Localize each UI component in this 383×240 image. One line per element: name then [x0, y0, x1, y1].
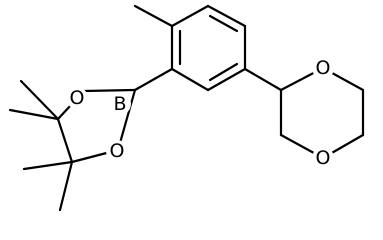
- aryl-boron-bond: [133, 67, 174, 92]
- boron-atom-label: B: [113, 93, 126, 115]
- methyl-lower-a: [22, 160, 74, 171]
- ring-double-bond-c2-c3: [208, 14, 239, 33]
- bond-b-o-lower: [116, 88, 137, 152]
- chemical-structure-diagram: B O O O O: [8, 4, 365, 212]
- benzene-ring: [170, 4, 247, 92]
- atom-labels: B O O O O: [66, 57, 334, 169]
- methyl-upper-b: [19, 79, 60, 121]
- dioxaborolane-ring: [8, 79, 137, 212]
- dioxane-ring: [279, 66, 365, 160]
- aryl-dioxane-bond: [243, 67, 283, 92]
- ring-bond-c5-c6: [170, 67, 210, 92]
- dioxane-oxygen-lower-atom-label: O: [316, 147, 331, 169]
- methyl-bond: [133, 4, 174, 28]
- oxygen-upper-atom-label: O: [70, 87, 85, 109]
- oxygen-lower-atom-label: O: [110, 140, 125, 162]
- bond-b-o-upper: [82, 88, 137, 93]
- methyl-upper-a: [8, 108, 60, 121]
- methyl-lower-b: [58, 160, 74, 212]
- ring-bond-c2-c3: [206, 4, 247, 28]
- dioxane-oxygen-upper-atom-label: O: [316, 57, 331, 79]
- ring-bond-c1-c2: [170, 4, 210, 28]
- bond-c-c-pinacol: [56, 117, 74, 164]
- ring-double-bond-c4-c5: [208, 62, 239, 82]
- ring-bond-c4-c5: [206, 67, 247, 92]
